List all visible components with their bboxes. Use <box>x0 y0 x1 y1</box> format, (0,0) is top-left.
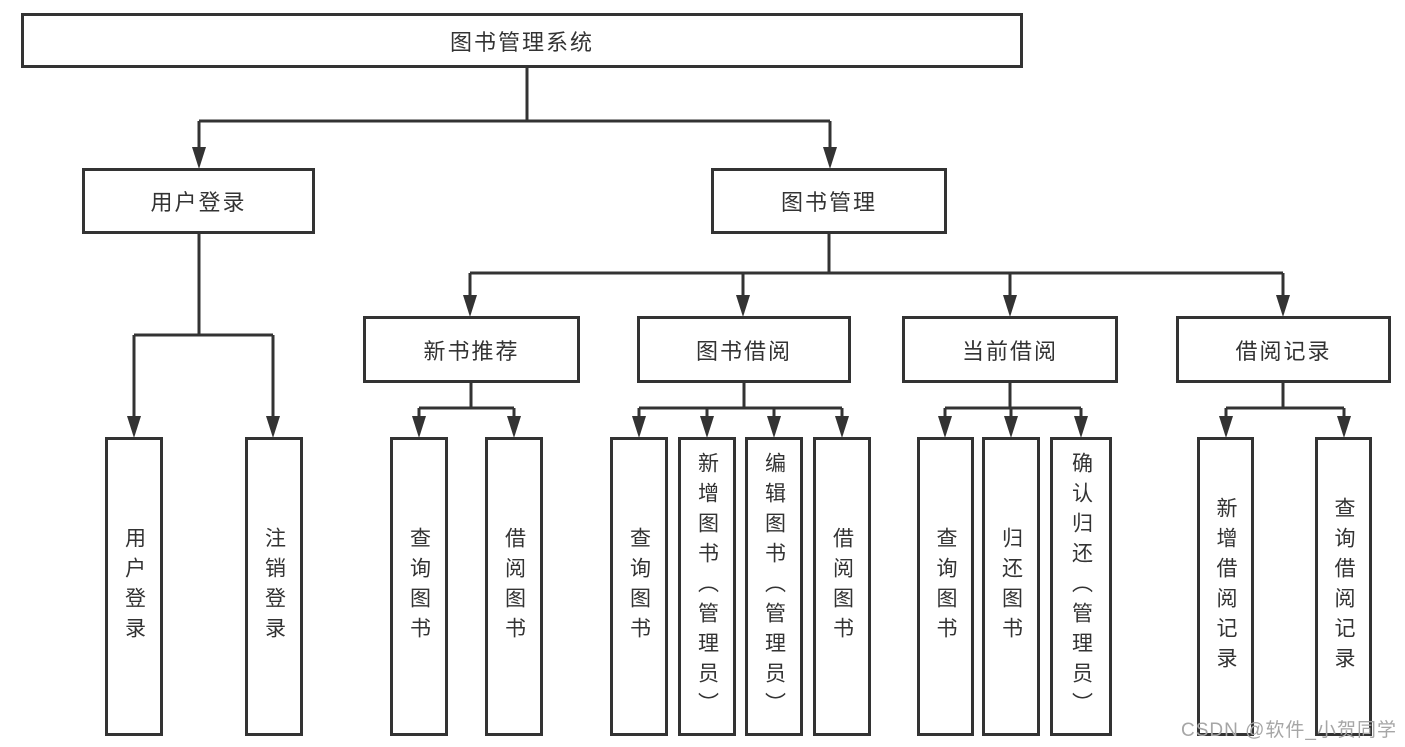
node-user-login: 用户登录 <box>82 168 315 234</box>
leaf-records-add-record: 新增借阅记录 <box>1197 437 1254 736</box>
leaf-borrowing-borrow-books: 借阅图书 <box>813 437 871 736</box>
leaf-recommend-borrow-books: 借阅图书 <box>485 437 543 736</box>
leaf-borrowing-add-books: 新增图书（管理员） <box>678 437 736 736</box>
leaf-recommend-query-books: 查询图书 <box>390 437 448 736</box>
leaf-records-query-record-label: 查询借阅记录 <box>1332 496 1355 677</box>
node-current-borrowing-label: 当前借阅 <box>961 338 1058 364</box>
leaf-borrowing-edit-books-label: 编辑图书（管理员） <box>762 451 786 722</box>
leaf-recommend-query-books-label: 查询图书 <box>407 526 431 647</box>
leaf-current-confirm-return: 确认归还（管理员） <box>1050 437 1112 736</box>
leaf-current-return-books: 归还图书 <box>982 437 1040 736</box>
node-root-system: 图书管理系统 <box>21 13 1023 68</box>
node-book-management: 图书管理 <box>711 168 947 234</box>
leaf-current-query-books: 查询图书 <box>917 437 974 736</box>
csdn-watermark: CSDN @软件_小贺同学 <box>1181 720 1397 741</box>
node-book-borrowing: 图书借阅 <box>637 316 851 383</box>
leaf-borrowing-query-books: 查询图书 <box>610 437 668 736</box>
leaf-records-query-record: 查询借阅记录 <box>1315 437 1372 736</box>
leaf-records-add-record-label: 新增借阅记录 <box>1214 496 1237 677</box>
node-new-book-recommend-label: 新书推荐 <box>423 338 520 364</box>
leaf-current-query-books-label: 查询图书 <box>934 526 957 647</box>
leaf-logout-label: 注销登录 <box>262 526 286 647</box>
node-user-login-label: 用户登录 <box>150 190 247 215</box>
node-borrowing-records-label: 借阅记录 <box>1235 338 1332 364</box>
node-book-borrowing-label: 图书借阅 <box>695 338 792 364</box>
leaf-recommend-borrow-books-label: 借阅图书 <box>502 526 526 647</box>
node-new-book-recommend: 新书推荐 <box>363 316 580 383</box>
leaf-borrowing-edit-books: 编辑图书（管理员） <box>745 437 803 736</box>
leaf-logout: 注销登录 <box>245 437 303 736</box>
node-root-system-label: 图书管理系统 <box>449 29 594 55</box>
leaf-user-login: 用户登录 <box>105 437 163 736</box>
leaf-current-return-books-label: 归还图书 <box>999 526 1023 647</box>
leaf-borrowing-add-books-label: 新增图书（管理员） <box>695 451 719 722</box>
node-current-borrowing: 当前借阅 <box>902 316 1118 383</box>
leaf-borrowing-borrow-books-label: 借阅图书 <box>830 526 854 647</box>
leaf-user-login-label: 用户登录 <box>122 526 146 647</box>
leaf-current-confirm-return-label: 确认归还（管理员） <box>1069 451 1093 722</box>
node-borrowing-records: 借阅记录 <box>1176 316 1391 383</box>
leaf-borrowing-query-books-label: 查询图书 <box>627 526 651 647</box>
node-book-management-label: 图书管理 <box>780 190 877 215</box>
